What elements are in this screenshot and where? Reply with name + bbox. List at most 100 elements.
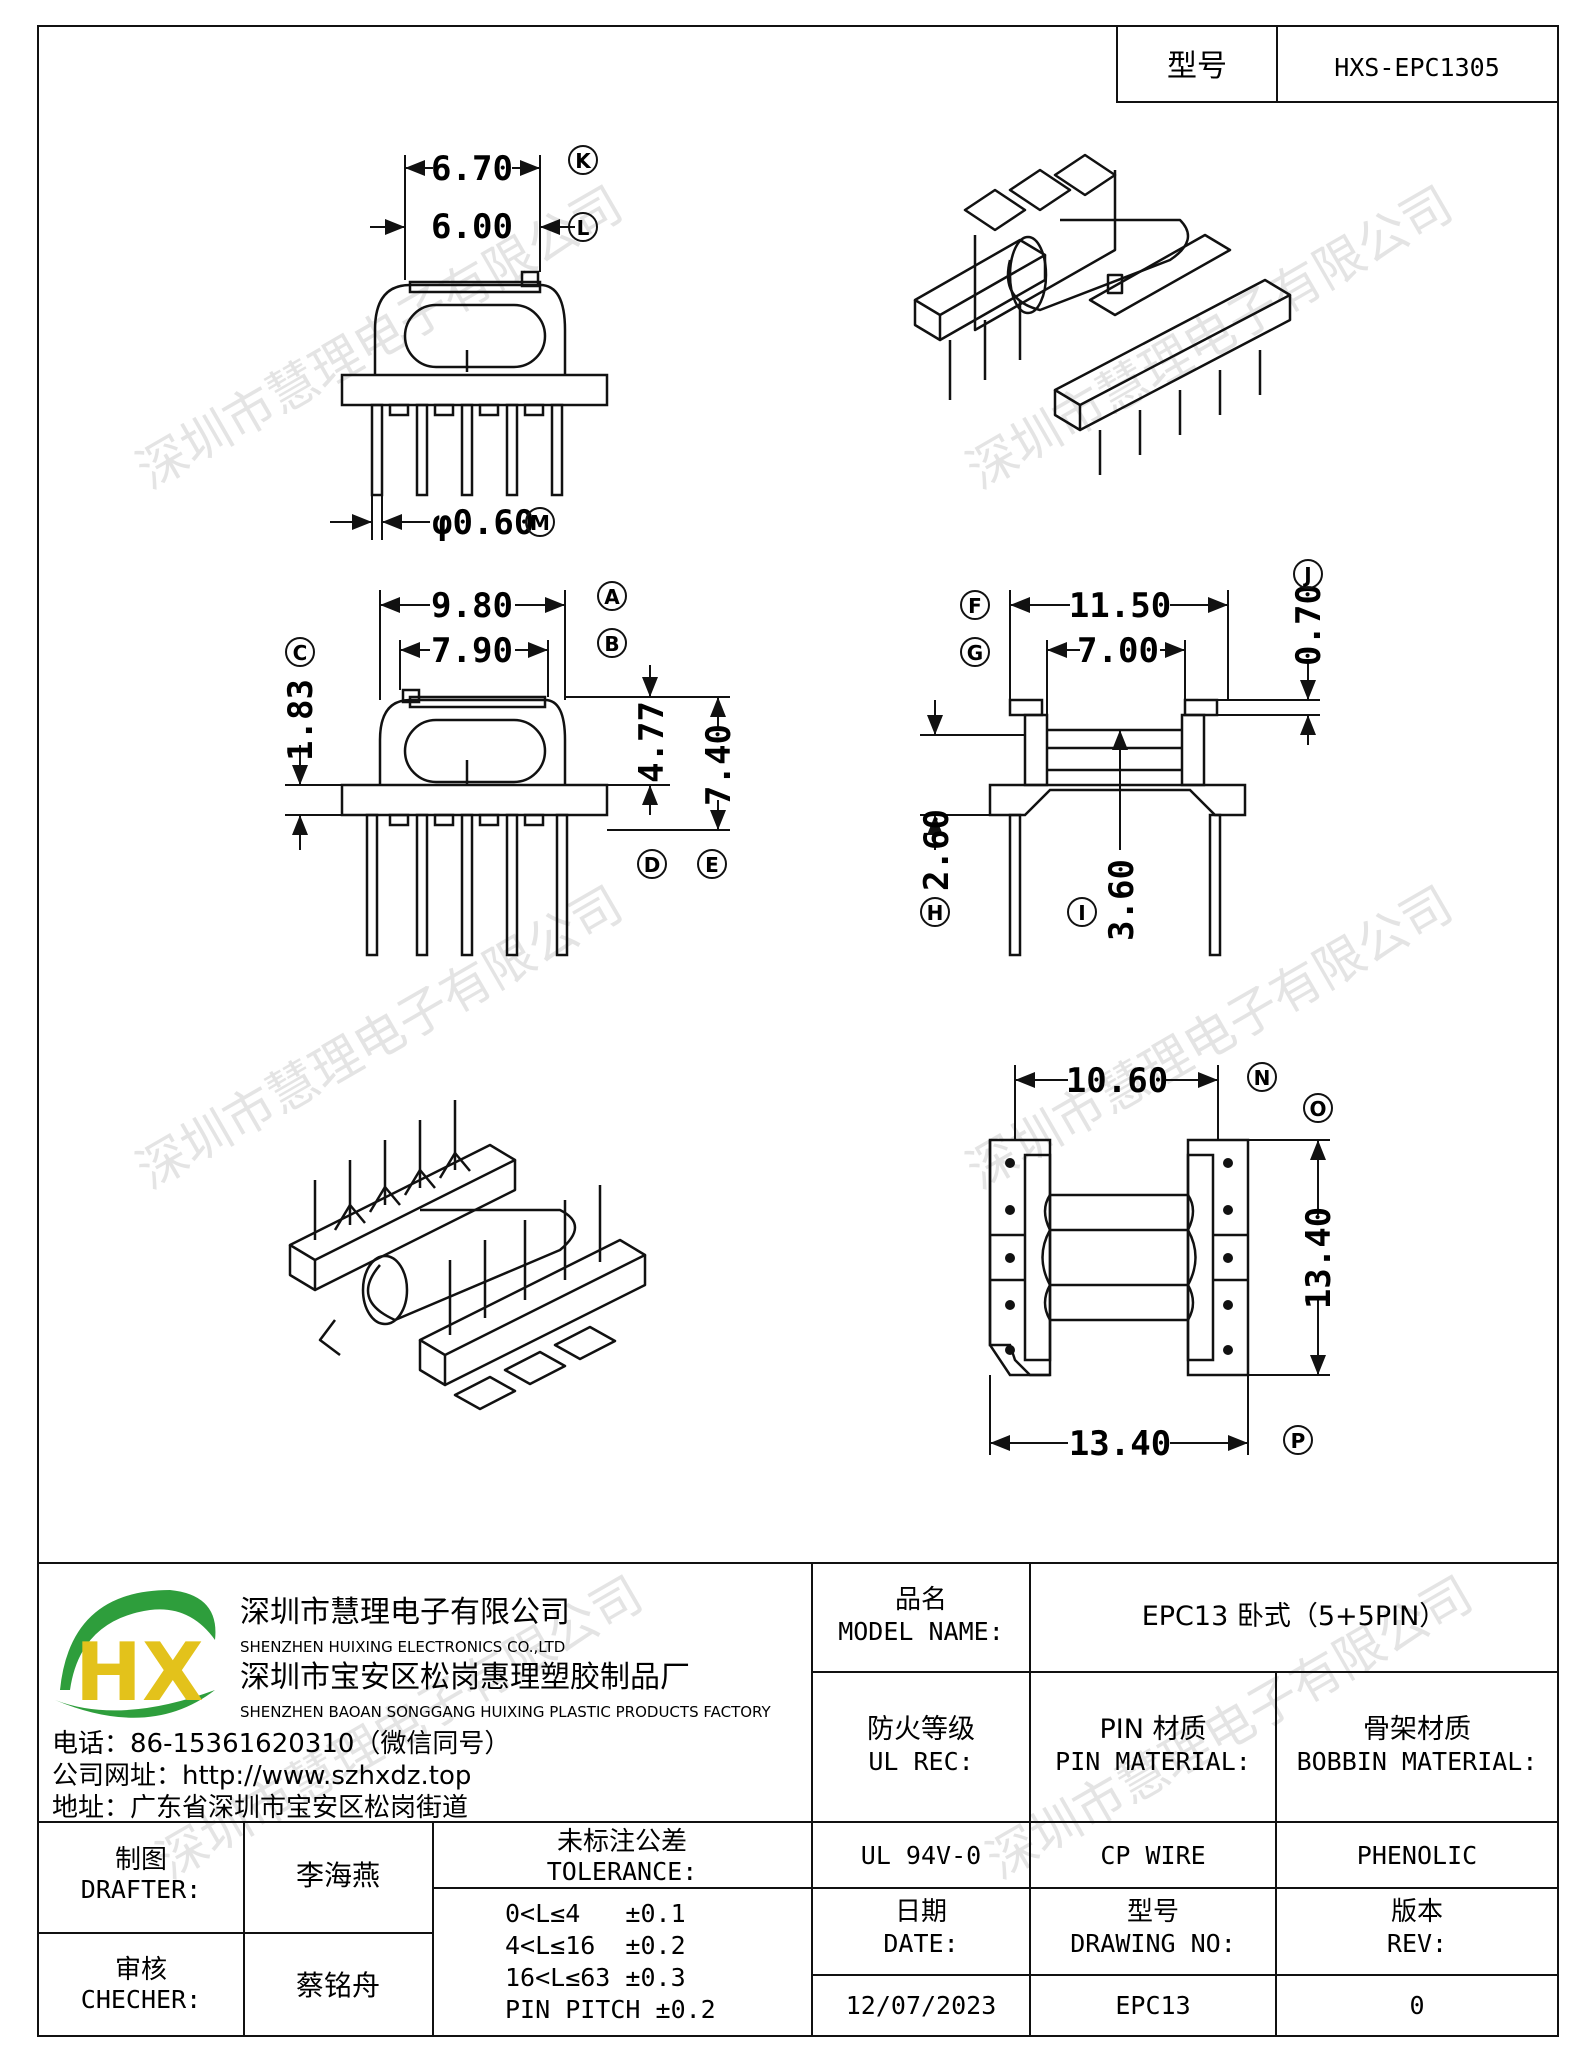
dim-13-40-horizontal: 13.40 [1069, 1424, 1171, 1464]
svg-text:O: O [1309, 1097, 1326, 1121]
callout-p: P [1283, 1425, 1313, 1455]
dim-0-70: 0.70 [1289, 584, 1329, 666]
tolerance-line-3: 16<L≤63 ±0.3 [505, 1963, 686, 1992]
date-value: 12/07/2023 [846, 1991, 997, 2020]
pin-material-label-cn: PIN 材质 [1099, 1714, 1206, 1745]
company-name-en-1: SHENZHEN HUIXING ELECTRONICS CO.,LTD [240, 1638, 565, 1656]
bottom-view-bottom-right [988, 1138, 1250, 1377]
callout-d: D [637, 849, 667, 879]
callout-a: A [597, 581, 627, 611]
drafter-label-cn: 制图 [115, 1845, 167, 1875]
callout-m: M [525, 507, 555, 537]
company-phone: 电话：86-15361620310（微信同号） [52, 1729, 510, 1759]
dim-bottom-right [989, 1065, 1330, 1455]
callout-i: I [1067, 897, 1097, 927]
end-view-top-left [340, 270, 609, 497]
callout-k: K [568, 145, 598, 175]
tolerance-label-cn: 未标注公差 [557, 1827, 687, 1857]
fire-rating-value: UL 94V-0 [861, 1841, 981, 1870]
drawing-no-label-en: DRAWING NO: [1070, 1929, 1236, 1958]
svg-text:C: C [293, 641, 308, 665]
isometric-view-top-right [913, 153, 1292, 475]
svg-text:G: G [967, 641, 983, 665]
checker-value: 蔡铭舟 [296, 1969, 380, 2002]
drafter-value: 李海燕 [296, 1859, 380, 1892]
model-name-value: EPC13 卧式（5+5PIN） [1142, 1601, 1447, 1632]
header-model-label: 型号 [1167, 49, 1227, 84]
logo-swoosh-icon [60, 1590, 216, 1690]
dim-13-40-vertical: 13.40 [1299, 1207, 1339, 1309]
svg-text:H: H [927, 901, 944, 925]
bobbin-material-value: PHENOLIC [1357, 1841, 1477, 1870]
date-label-en: DATE: [883, 1929, 958, 1958]
callout-g: G [960, 637, 990, 667]
svg-text:A: A [604, 585, 620, 609]
dim-11-50: 11.50 [1069, 586, 1171, 626]
callout-l: L [568, 212, 598, 242]
front-view-middle-left [340, 688, 609, 957]
logo-letters: HX [75, 1626, 204, 1719]
dim-6-70: 6.70 [431, 149, 513, 189]
callout-c: C [285, 637, 315, 667]
dim-middle-right [920, 590, 1320, 850]
header-model-box: 型号 HXS-EPC1305 [1116, 25, 1559, 103]
company-name-cn-1: 深圳市慧理电子有限公司 [240, 1595, 570, 1630]
svg-text:L: L [577, 216, 590, 240]
fire-rating-label-en: UL REC: [868, 1747, 973, 1776]
dim-10-60: 10.60 [1066, 1061, 1168, 1101]
dim-top-left [330, 155, 575, 540]
isometric-view-bottom-left [288, 1100, 647, 1411]
svg-text:F: F [968, 594, 982, 618]
pin-material-value: CP WIRE [1100, 1841, 1205, 1870]
svg-text:M: M [530, 511, 550, 535]
tolerance-line-2: 4<L≤16 ±0.2 [505, 1931, 686, 1960]
tolerance-line-4: PIN PITCH ±0.2 [505, 1995, 716, 2024]
svg-text:B: B [604, 632, 619, 656]
checker-label-cn: 审核 [115, 1955, 167, 1985]
callout-e: E [697, 849, 727, 879]
date-label-cn: 日期 [895, 1897, 947, 1927]
watermark-text: 深圳市慧理电子有限公司 [127, 175, 632, 500]
header-model-value: HXS-EPC1305 [1334, 53, 1500, 82]
bobbin-material-label-en: BOBBIN MATERIAL: [1297, 1747, 1538, 1776]
svg-text:N: N [1254, 1066, 1271, 1090]
svg-text:I: I [1078, 901, 1085, 925]
model-name-label-en: MODEL NAME: [838, 1617, 1004, 1646]
dim-7-90: 7.90 [431, 631, 513, 671]
dim-7-40: 7.40 [699, 724, 739, 806]
pin-material-label-en: PIN MATERIAL: [1055, 1747, 1251, 1776]
dim-middle-left [285, 590, 730, 850]
dim-7-00: 7.00 [1077, 631, 1159, 671]
callout-b: B [597, 628, 627, 658]
model-name-label-cn: 品名 [895, 1585, 947, 1615]
rev-value: 0 [1409, 1991, 1424, 2020]
rev-label-cn: 版本 [1391, 1897, 1443, 1927]
company-address: 地址：广东省深圳市宝安区松岗街道 [52, 1793, 468, 1823]
watermark-layer: 深圳市慧理电子有限公司 深圳市慧理电子有限公司 深圳市慧理电子有限公司 深圳市慧… [127, 175, 1482, 1890]
company-name-cn-2: 深圳市宝安区松岗惠理塑胶制品厂 [240, 1660, 690, 1695]
drawing-no-value: EPC13 [1115, 1991, 1190, 2020]
bobbin-material-label-cn: 骨架材质 [1363, 1714, 1471, 1745]
drafter-label-en: DRAFTER: [81, 1875, 201, 1904]
fire-rating-label-cn: 防火等级 [867, 1714, 975, 1745]
callout-n: N [1247, 1062, 1277, 1092]
dim-6-00: 6.00 [431, 207, 513, 247]
drawing-no-label-cn: 型号 [1127, 1897, 1179, 1927]
svg-text:K: K [575, 149, 592, 173]
svg-text:P: P [1291, 1429, 1306, 1453]
sheet-border [37, 25, 1559, 2037]
dim-2-60: 2.60 [917, 809, 957, 891]
dim-3-60: 3.60 [1102, 859, 1142, 941]
company-logo: HX [55, 1590, 216, 1719]
title-block-grid [38, 1562, 1558, 2036]
bottom-view-holes [1005, 1158, 1233, 1355]
tolerance-label-en: TOLERANCE: [547, 1857, 698, 1886]
dim-1-83: 1.83 [281, 679, 321, 761]
checker-label-en: CHECHER: [81, 1985, 201, 2014]
company-website: 公司网址：http://www.szhxdz.top [52, 1761, 471, 1791]
dim-4-77: 4.77 [632, 701, 672, 783]
dim-pin-diameter: φ0.60 [432, 503, 534, 543]
callout-o: O [1303, 1093, 1333, 1123]
svg-text:E: E [705, 853, 719, 877]
